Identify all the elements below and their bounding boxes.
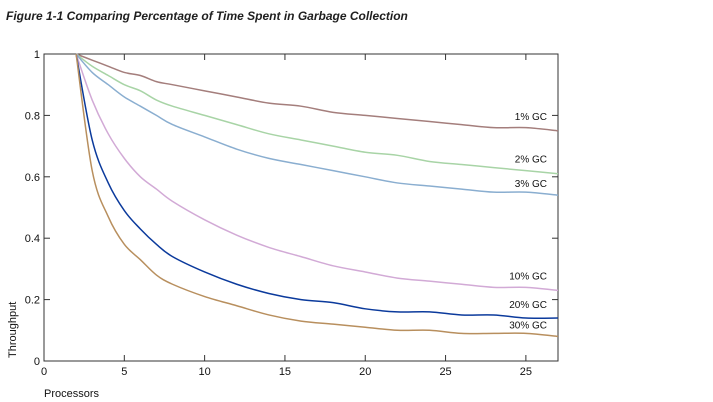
series-group [75, 53, 559, 338]
x-axis-title: Processors [44, 388, 100, 400]
series-line-30pct-gc [75, 53, 559, 338]
series-line-20pct-gc [75, 53, 559, 319]
y-tick-label: 0.8 [25, 110, 40, 122]
series-labels-group: 1% GC 2% GC 3% GC 10% GC 20% GC 30% GC [509, 112, 547, 332]
x-tick-label: 5 [121, 366, 127, 378]
y-tick-label: 0.2 [25, 295, 40, 307]
plot-frame [43, 53, 559, 362]
series-line-10pct-gc [75, 53, 559, 292]
y-tick-label: 0.4 [25, 233, 40, 245]
x-tick-label: 25 [520, 366, 532, 378]
y-tick-label: 0 [34, 356, 40, 368]
y-axis-title: Throughput [7, 302, 19, 358]
series-label-20pct-gc: 20% GC [509, 300, 547, 311]
y-tick-label: 0.6 [25, 172, 40, 184]
series-label-10pct-gc: 10% GC [509, 271, 547, 282]
x-tick-label: 20 [359, 366, 371, 378]
x-tick-label: 0 [41, 366, 47, 378]
x-tick-label: 15 [279, 366, 291, 378]
y-tick-label: 1 [34, 49, 40, 61]
plot-frame-group [43, 53, 559, 362]
series-label-30pct-gc: 30% GC [509, 320, 547, 331]
series-label-3pct-gc: 3% GC [515, 179, 547, 190]
x-tick-label: 25 [439, 366, 451, 378]
series-line-3pct-gc [75, 53, 559, 196]
series-label-1pct-gc: 1% GC [515, 112, 547, 123]
series-line-2pct-gc [75, 53, 559, 175]
figure-title: Figure 1-1 Comparing Percentage of Time … [6, 9, 408, 23]
series-line-1pct-gc [75, 53, 559, 132]
tick-labels-group: 0 5 10 15 20 25 25 0 0.2 0.4 0.6 0.8 1 [25, 49, 532, 378]
series-label-2pct-gc: 2% GC [515, 155, 547, 166]
x-tick-label: 10 [199, 366, 211, 378]
